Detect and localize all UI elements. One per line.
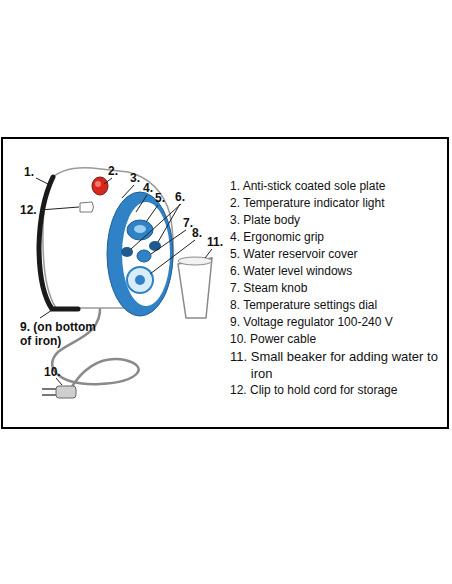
cover-highlight [134,225,146,233]
part-description: 7. Steam knob [230,280,452,297]
callout-number: 8. [192,226,202,240]
callout-number: 11. [207,235,223,249]
callout-number: 9. (on bottom of iron) [20,320,106,348]
beaker [178,258,212,318]
part-description: 1. Anti-stick coated sole plate [230,178,452,195]
leader-lines [36,178,212,385]
callout-number: 1. [24,165,34,179]
callout-number: 4. [143,181,153,195]
light-highlight [95,181,101,187]
part-description: 9. Voltage regulator 100-240 V [230,314,452,331]
grip-inner [122,202,170,306]
part-description: 6. Water level windows [230,263,452,280]
temperature-dial [127,267,153,293]
callout-number: 2. [108,164,118,178]
part-description: 8. Temperature settings dial [230,297,452,314]
indicator-light [92,177,108,195]
part-description: 12. Clip to hold cord for storage [230,382,452,399]
callout-number: 12. [20,203,37,217]
part-description: 11. Small beaker for adding water to iro… [230,348,447,382]
sole-plate [39,177,78,309]
dial-center [135,275,145,285]
part-description: 4. Ergonomic grip [230,229,452,246]
ergonomic-grip [107,192,173,316]
reservoir-cover [127,220,153,240]
part-description: 5. Water reservoir cover [230,246,452,263]
callout-number: 5. [155,191,165,205]
callout-number: 10. [44,365,61,379]
part-description: 10. Power cable [230,331,452,348]
part-description: 2. Temperature indicator light [230,195,452,212]
level-window [149,241,161,251]
beaker-rim [178,257,212,265]
power-cable [52,306,138,390]
part-description: 3. Plate body [230,212,452,229]
plug [42,386,76,398]
callout-number: 7. [183,216,193,230]
steam-knob [137,250,151,262]
cord-clip [80,202,94,212]
callout-number: 6. [175,190,185,204]
callout-number: 3. [130,171,140,185]
